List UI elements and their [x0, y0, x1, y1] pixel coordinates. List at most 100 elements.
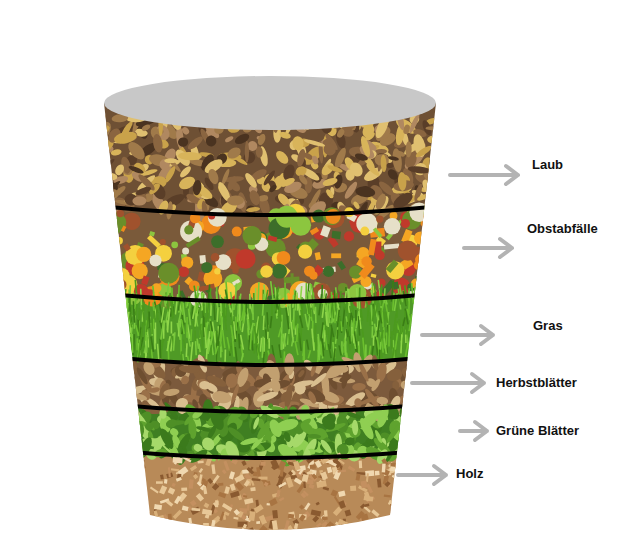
- grass-texture: [377, 320, 379, 337]
- grass-texture: [125, 308, 127, 327]
- grass-texture: [208, 341, 211, 354]
- leaf-texture: [199, 381, 210, 390]
- leaf-texture: [421, 436, 437, 453]
- grass-texture: [148, 302, 149, 314]
- fruit-texture: [323, 207, 341, 225]
- wood-chip-texture: [367, 522, 375, 531]
- leaf-texture: [429, 412, 444, 426]
- leaf-texture: [163, 388, 180, 397]
- wood-chip-texture: [104, 461, 109, 470]
- grass-texture: [210, 319, 212, 339]
- grass-texture: [197, 339, 198, 349]
- grass-texture: [286, 308, 289, 329]
- grass-texture: [178, 320, 180, 336]
- grass-texture: [270, 316, 271, 328]
- leaf-texture: [262, 169, 277, 187]
- grass-texture: [220, 346, 222, 357]
- grass-texture: [106, 346, 109, 363]
- grass-texture: [281, 342, 283, 350]
- grass-texture: [260, 338, 261, 352]
- leaf-texture: [130, 446, 142, 456]
- grass-texture: [149, 342, 151, 361]
- wood-chip-texture: [201, 529, 206, 536]
- wood-chip-texture: [99, 483, 104, 487]
- grass-texture: [124, 335, 127, 346]
- leaf-texture: [256, 133, 267, 146]
- fruit-texture: [414, 261, 423, 270]
- grass-texture: [427, 340, 429, 362]
- grass-texture: [105, 332, 107, 350]
- grass-texture: [254, 326, 256, 341]
- leaf-texture: [397, 436, 412, 458]
- grass-texture: [126, 312, 128, 329]
- grass-texture: [159, 339, 161, 359]
- leaf-texture: [100, 430, 116, 454]
- wood-chip-texture: [166, 500, 173, 507]
- grass-texture: [164, 295, 165, 307]
- leaf-texture: [429, 433, 444, 448]
- leaf-texture: [407, 165, 431, 174]
- wood-chip-texture: [128, 501, 137, 509]
- grass-texture: [333, 290, 335, 300]
- leaf-texture: [275, 417, 300, 433]
- grass-texture: [136, 338, 138, 350]
- fruit-texture: [116, 279, 127, 290]
- grass-texture: [423, 293, 425, 302]
- leaf-texture: [119, 392, 131, 404]
- fruit-texture: [371, 274, 377, 279]
- fruit-texture: [214, 268, 220, 274]
- grass-texture: [431, 295, 434, 305]
- grass-texture: [435, 322, 437, 333]
- grass-texture: [110, 346, 112, 358]
- grass-texture: [403, 291, 406, 306]
- leaf-layer: [90, 70, 450, 215]
- leaf-texture: [297, 369, 305, 378]
- leaf-texture: [105, 445, 124, 461]
- grass-texture: [136, 325, 139, 336]
- grass-texture: [268, 338, 270, 349]
- wood-chip-texture: [237, 530, 243, 536]
- leaf-texture: [408, 375, 427, 400]
- grass-texture: [412, 325, 413, 345]
- grass-texture: [167, 336, 170, 351]
- grass-texture: [343, 307, 345, 327]
- grass-texture: [138, 308, 140, 320]
- leaf-texture: [177, 137, 188, 148]
- leaf-texture: [427, 441, 433, 460]
- fruit-texture: [149, 254, 161, 266]
- leaf-texture: [135, 185, 153, 196]
- wood-chip-texture: [333, 529, 338, 536]
- wood-chip-texture: [384, 495, 391, 498]
- leaf-texture: [99, 370, 119, 394]
- fruit-texture: [315, 252, 321, 260]
- grass-texture: [328, 326, 330, 344]
- grass-texture: [430, 345, 432, 359]
- leaf-texture: [107, 392, 116, 403]
- leaf-texture: [412, 399, 428, 405]
- grass-texture: [257, 282, 259, 302]
- fruit-texture: [232, 227, 242, 237]
- leaf-texture: [143, 421, 154, 432]
- grass-texture: [110, 318, 113, 331]
- wood-chip-texture: [172, 524, 181, 529]
- leaf-texture: [352, 383, 366, 392]
- leaf-texture: [123, 439, 142, 458]
- grass-texture: [380, 330, 383, 342]
- grass-texture: [113, 307, 116, 324]
- wood-chip-texture: [108, 468, 115, 473]
- grass-texture: [134, 345, 136, 353]
- grass-texture: [151, 337, 154, 352]
- grass-texture: [254, 323, 256, 344]
- leaf-texture: [113, 130, 138, 146]
- grass-texture: [340, 321, 342, 331]
- leaf-texture: [402, 432, 411, 447]
- leaf-texture: [296, 148, 307, 167]
- grass-texture: [263, 294, 265, 316]
- wood-chip-texture: [307, 470, 313, 475]
- leaf-texture: [109, 425, 122, 438]
- leaf-texture: [365, 162, 381, 177]
- grass-texture: [129, 297, 131, 312]
- leaf-texture: [115, 397, 128, 415]
- grass-texture: [107, 302, 110, 323]
